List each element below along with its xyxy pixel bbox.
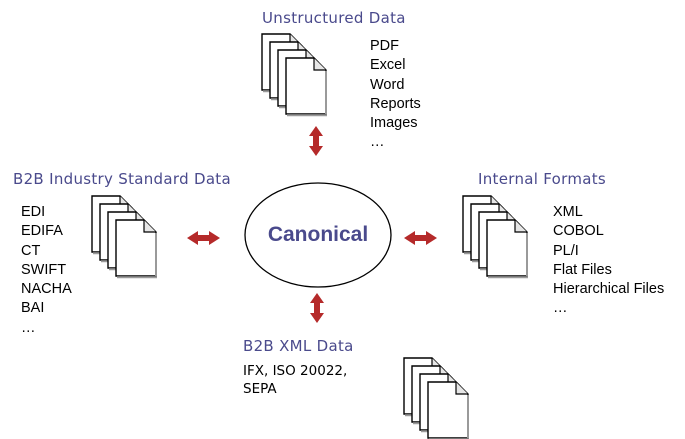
list-item: Flat Files [553, 261, 612, 278]
internal-document-stack-icon [463, 196, 528, 277]
internal-formats-list: XML COBOL PL/I Flat Files Hierarchical F… [553, 203, 664, 319]
list-item: NACHA [21, 281, 72, 298]
unstructured-data-list: PDF Excel Word Reports Images … [370, 37, 421, 153]
b2b-standard-data-list: EDI EDIFA CT SWIFT NACHA BAI … [21, 203, 72, 338]
b2b-xml-data-line-1: IFX, ISO 20022, [243, 363, 348, 379]
canonical-ellipse [244, 182, 392, 288]
list-item: PDF [370, 38, 399, 54]
list-item: Reports [370, 95, 421, 112]
list-item: XML [553, 204, 583, 220]
list-item: PL/I [553, 242, 579, 259]
arrow-left-icon [187, 231, 220, 245]
arrow-down-icon [310, 293, 324, 323]
unstructured-document-stack-icon [262, 34, 327, 115]
list-item: EDI [21, 204, 46, 220]
list-item: Images [370, 115, 418, 132]
b2b-xml-data-line-2: SEPA [243, 381, 277, 397]
b2b-xml-data-title: B2B XML Data [243, 337, 354, 355]
list-item: SWIFT [21, 261, 67, 278]
list-item: CT [21, 242, 41, 259]
list-item: … [370, 134, 385, 151]
arrow-up-icon [309, 126, 323, 156]
list-item: … [553, 300, 568, 317]
list-item: Hierarchical Files [553, 281, 665, 298]
b2b-standard-data-title: B2B Industry Standard Data [13, 170, 231, 188]
list-item: Excel [370, 57, 406, 74]
list-item: BAI [21, 300, 45, 317]
list-item: COBOL [553, 223, 604, 240]
b2b-standard-document-stack-icon [92, 196, 157, 277]
arrow-right-icon [404, 231, 437, 245]
list-item: Word [370, 76, 405, 93]
list-item: EDIFA [21, 223, 63, 240]
canonical-label: Canonical [267, 223, 369, 246]
b2b-xml-document-stack-icon [404, 358, 469, 439]
internal-formats-title: Internal Formats [478, 170, 607, 188]
unstructured-data-title: Unstructured Data [262, 9, 406, 27]
list-item: … [21, 319, 36, 336]
